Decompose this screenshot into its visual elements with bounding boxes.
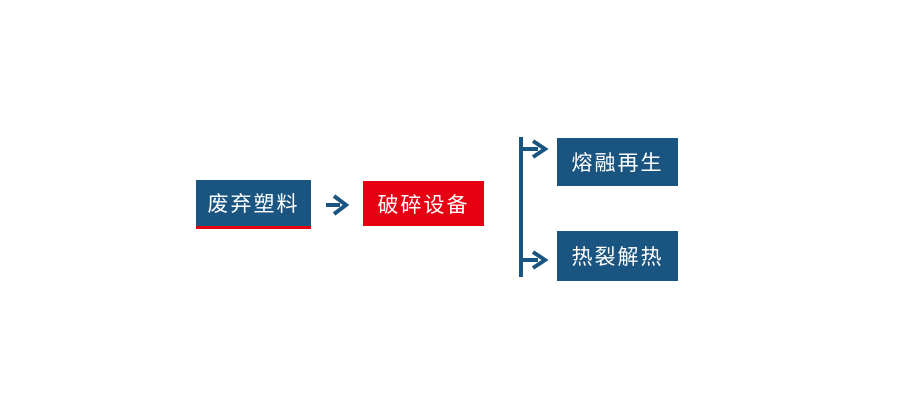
branch-arrow-bottom-icon [521,250,549,270]
node-pyrolysis: 热裂解热 [557,231,678,281]
arrow-right-icon [326,194,350,216]
branch-arrow-top-icon [521,139,549,159]
node-waste-plastic: 废弃塑料 [196,180,311,229]
node-crushing-equipment-label: 破碎设备 [377,192,470,217]
node-crushing-equipment: 破碎设备 [363,181,484,226]
node-melt-regeneration-label: 熔融再生 [571,151,664,175]
node-waste-plastic-label: 废弃塑料 [207,192,300,216]
node-pyrolysis-label: 热裂解热 [571,245,664,269]
node-melt-regeneration: 熔融再生 [557,138,678,186]
